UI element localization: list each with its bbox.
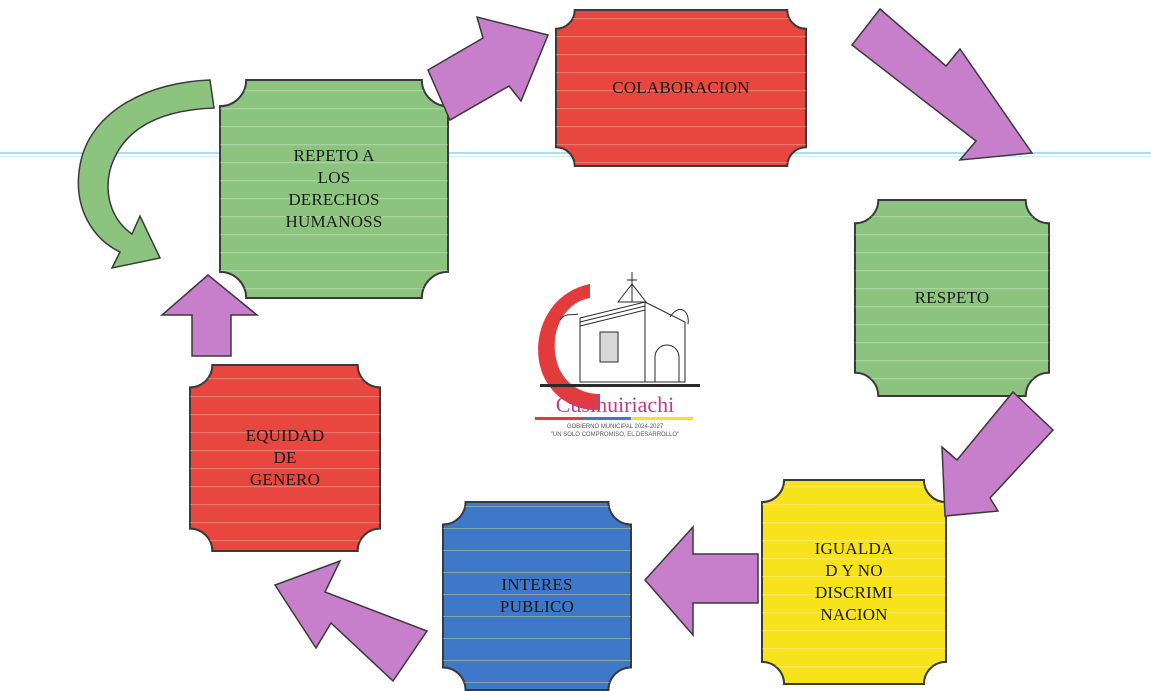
node-label: RESPETO [914, 287, 990, 307]
node-label: COLABORACION [612, 77, 750, 97]
node-texture-colaboracion [556, 10, 806, 166]
node-label: EQUIDAD DE GENERO [245, 425, 325, 490]
node-texture-interes-publico [443, 502, 631, 690]
node-label: REPETO A LOS DERECHOS HUMANOSS [285, 145, 383, 232]
node-texture-equidad [190, 365, 380, 551]
cycle-curved-arrow [77, 79, 215, 270]
logo-name: Cusihuiriachi [556, 392, 675, 417]
node-igualdad: IGUALDA D Y NO DISCRIMI NACION [762, 480, 946, 684]
node-interes-publico: INTERES PUBLICO [443, 502, 631, 690]
arrow-to-interes-publico [643, 525, 759, 637]
node-texture-igualdad [762, 480, 946, 684]
node-label: IGUALDA D Y NO DISCRIMI NACION [814, 538, 894, 625]
node-texture-respeto [855, 200, 1049, 396]
arrow-to-equidad [273, 559, 429, 683]
node-colaboracion: COLABORACION [556, 10, 806, 166]
logo-line1: GOBIERNO MUNICIPAL 2024-2027 [567, 424, 664, 430]
municipal-logo: Cusihuiriachi GOBIERNO MUNICIPAL 2024-20… [520, 262, 710, 442]
arrow-to-igualdad [941, 390, 1055, 517]
logo-line2: "UN SOLO COMPROMISO, EL DESARROLLO" [551, 432, 679, 438]
arrow-to-respeto [850, 7, 1034, 161]
arrow-to-derechos [159, 274, 260, 357]
node-respeto: RESPETO [855, 200, 1049, 396]
node-equidad: EQUIDAD DE GENERO [190, 365, 380, 551]
arrow-to-colaboracion [427, 15, 550, 122]
node-respeto-derechos: REPETO A LOS DERECHOS HUMANOSS [220, 80, 448, 298]
logo-emblem-icon: Cusihuiriachi GOBIERNO MUNICIPAL 2024-20… [535, 272, 700, 438]
node-texture-respeto-derechos [220, 80, 448, 298]
node-label: INTERES PUBLICO [499, 574, 575, 616]
